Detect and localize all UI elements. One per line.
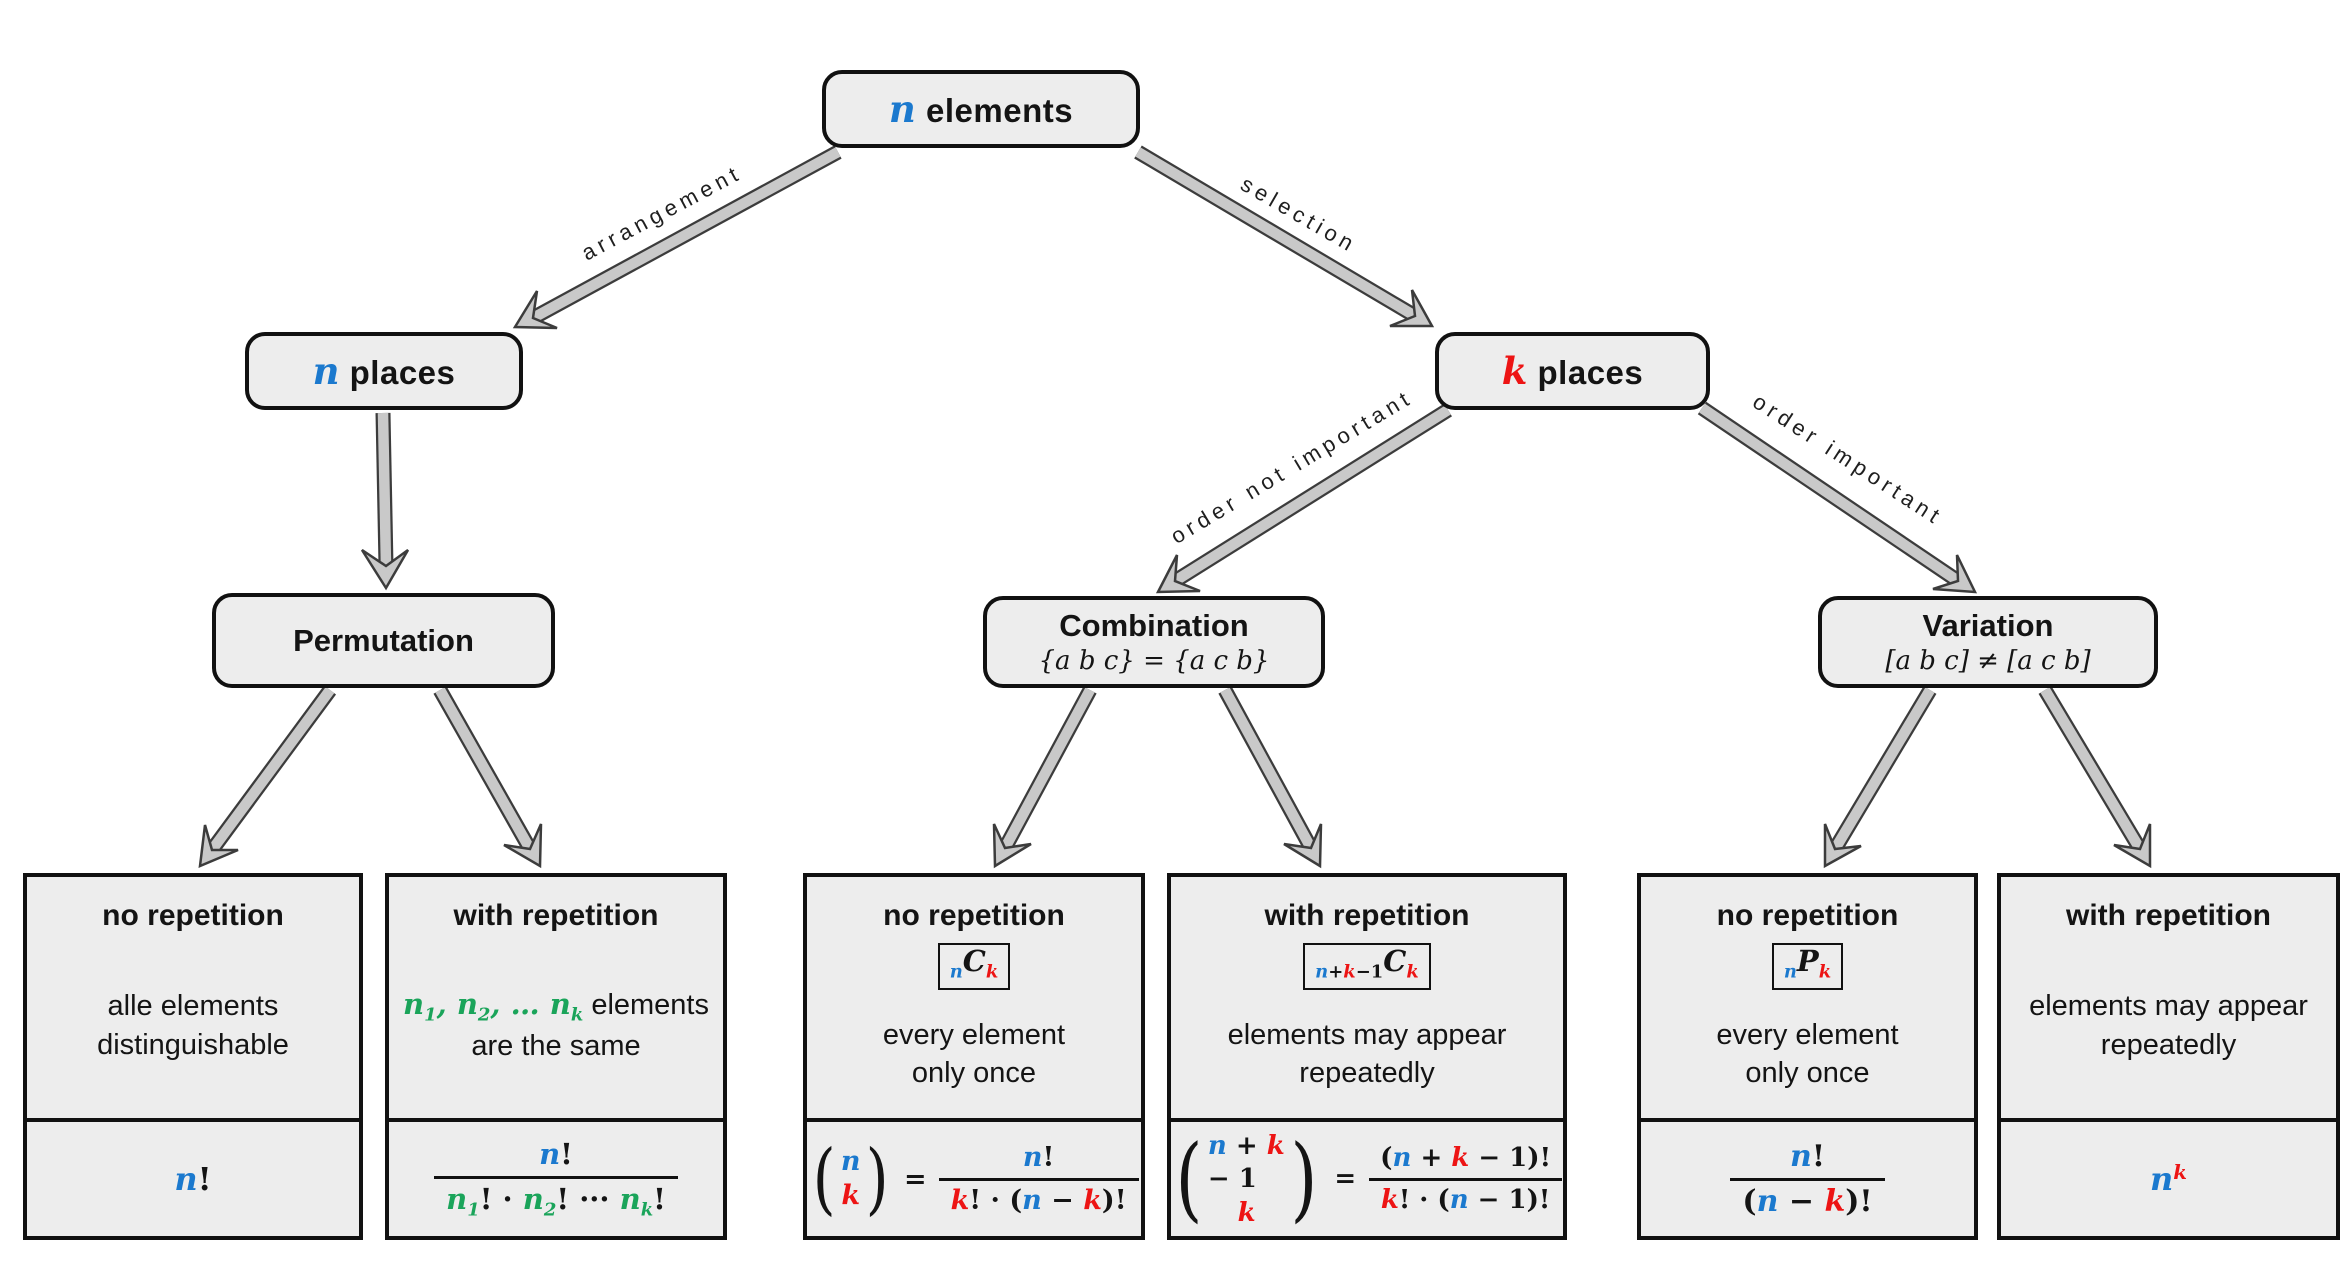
formula-combination-with-repetition: ( n + k − 1 k ) = (n + k − 1)! k! · (n −… bbox=[1171, 1122, 1563, 1236]
arrow-k-places-to-combination bbox=[1155, 403, 1452, 594]
cell-heading: no repetition bbox=[102, 899, 284, 932]
arrow-k-places-to-variation bbox=[1697, 401, 1978, 594]
cell-description: every element only once bbox=[882, 1018, 1066, 1090]
arrow-variation-to-with-repetition bbox=[2038, 686, 2152, 869]
cell-heading: with repetition bbox=[453, 899, 659, 932]
cell-permutation-no-repetition: no repetition alle elements distinguisha… bbox=[23, 873, 363, 1240]
variation-subtitle: [a b c] ≠ [a c b] bbox=[1885, 646, 2091, 677]
node-variation: Variation [a b c] ≠ [a c b] bbox=[1818, 596, 2158, 688]
cell-description: elements may appear repeatedly bbox=[2029, 990, 2308, 1061]
formula-variation-no-repetition: n! (n − k)! bbox=[1641, 1122, 1974, 1236]
node-n-places-label: n places bbox=[312, 349, 456, 393]
node-combination: Combination {a b c} = {a c b} bbox=[983, 596, 1325, 688]
cell-top: with repetition elements may appear repe… bbox=[2001, 877, 2336, 1122]
node-permutation: Permutation bbox=[212, 593, 555, 688]
node-n-elements: n elements bbox=[822, 70, 1140, 148]
cell-description: n1, n2, … nk elements are the same bbox=[403, 987, 709, 1063]
combination-title: Combination bbox=[1059, 607, 1249, 643]
combination-subtitle: {a b c} = {a c b} bbox=[1038, 646, 1270, 677]
cell-variation-with-repetition: with repetition elements may appear repe… bbox=[1997, 873, 2340, 1240]
cell-top: with repetition n+k−1Ck elements may app… bbox=[1171, 877, 1563, 1122]
notation-badge-n+k-1Ck: n+k−1Ck bbox=[1303, 943, 1431, 991]
variation-title: Variation bbox=[1922, 607, 2054, 643]
cell-heading: with repetition bbox=[1264, 899, 1470, 932]
cell-combination-no-repetition: no repetition nCk every element only onc… bbox=[803, 873, 1145, 1240]
cell-permutation-with-repetition: with repetition n1, n2, … nk elements ar… bbox=[385, 873, 727, 1240]
cell-top: no repetition nCk every element only onc… bbox=[807, 877, 1141, 1122]
formula-variation-with-repetition: nk bbox=[2149, 1160, 2187, 1198]
cell-heading: with repetition bbox=[2066, 899, 2271, 932]
node-n-elements-label: n elements bbox=[888, 87, 1074, 131]
formula-permutation-no-repetition: n! bbox=[174, 1160, 212, 1198]
cell-top: no repetition nPk every element only onc… bbox=[1641, 877, 1974, 1122]
cell-description: elements may appear repeatedly bbox=[1227, 1018, 1507, 1090]
formula-permutation-with-repetition: n! n1! · n2! ··· nk! bbox=[389, 1122, 723, 1236]
arrow-variation-to-no-repetition bbox=[1823, 686, 1937, 869]
permutation-title: Permutation bbox=[293, 622, 474, 658]
arrow-root-to-n-places bbox=[512, 145, 842, 330]
cell-top: with repetition n1, n2, … nk elements ar… bbox=[389, 877, 723, 1122]
node-n-places: n places bbox=[245, 332, 523, 410]
arrow-permutation-to-no-repetition bbox=[198, 685, 337, 868]
cell-description: alle elements distinguishable bbox=[97, 990, 289, 1061]
node-k-places-label: k places bbox=[1501, 349, 1644, 393]
cell-top: no repetition alle elements distinguisha… bbox=[27, 877, 359, 1122]
arrow-n-places-to-permutation bbox=[360, 412, 410, 591]
arrow-combination-to-no-repetition bbox=[992, 686, 1097, 869]
arrow-root-to-k-places bbox=[1134, 145, 1435, 328]
formula-combination-no-repetition: ( n k ) = n! k! · (n − k)! bbox=[807, 1122, 1141, 1236]
notation-badge-nCk: nCk bbox=[937, 943, 1011, 991]
notation-badge-nPk: nPk bbox=[1771, 943, 1844, 991]
arrow-combination-to-with-repetition bbox=[1218, 686, 1323, 869]
arrow-permutation-to-with-repetition bbox=[433, 686, 543, 869]
cell-combination-with-repetition: with repetition n+k−1Ck elements may app… bbox=[1167, 873, 1567, 1240]
cell-variation-no-repetition: no repetition nPk every element only onc… bbox=[1637, 873, 1978, 1240]
node-k-places: k places bbox=[1435, 332, 1710, 410]
cell-description: every element only once bbox=[1716, 1018, 1899, 1090]
cell-heading: no repetition bbox=[883, 899, 1065, 932]
cell-heading: no repetition bbox=[1716, 899, 1899, 932]
